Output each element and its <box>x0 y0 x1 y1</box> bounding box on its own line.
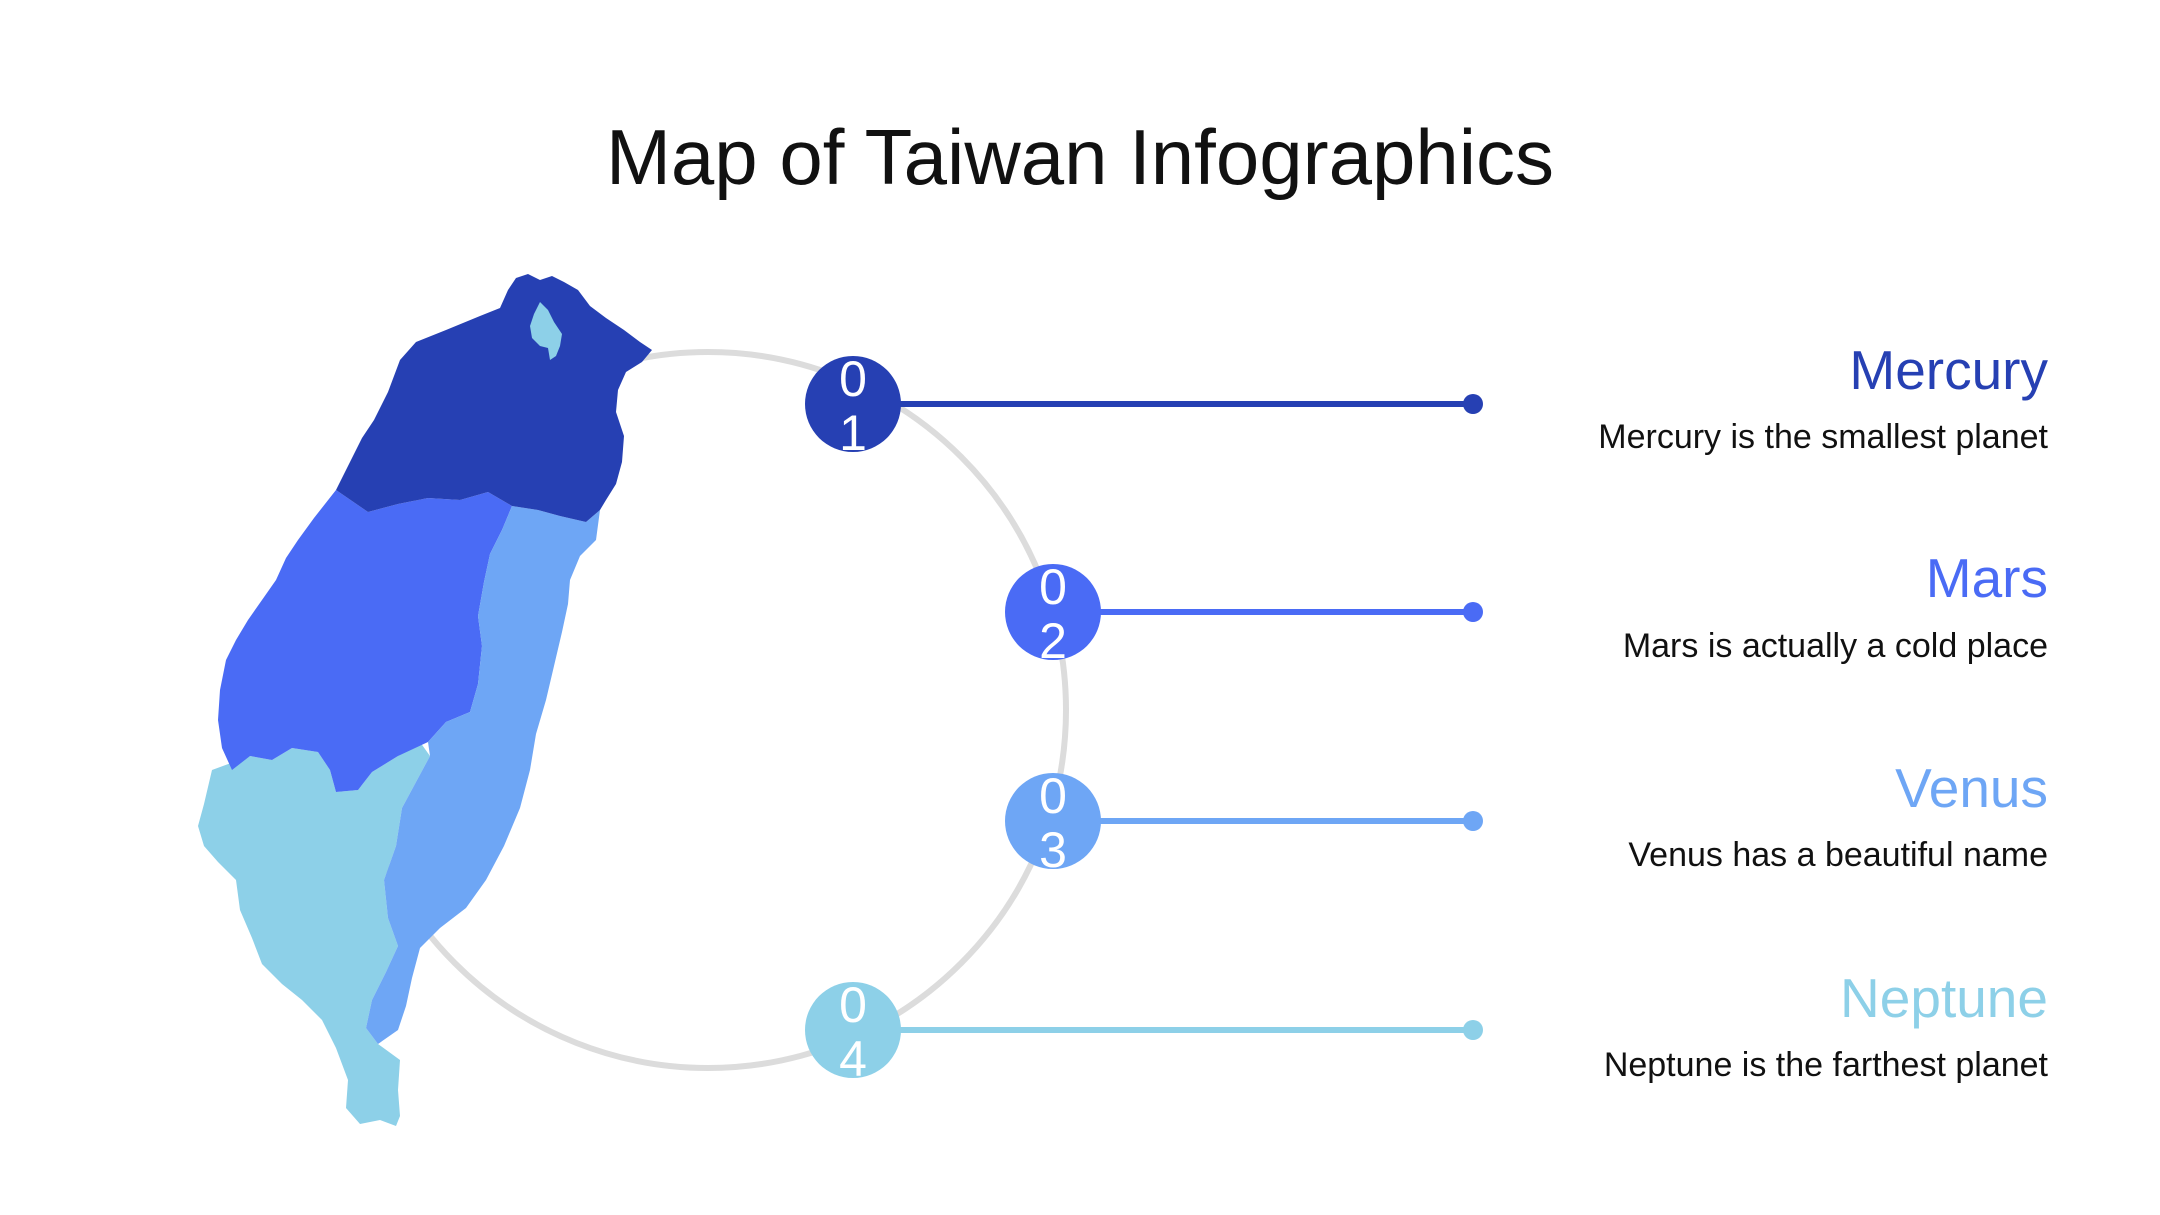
map-region-central <box>218 490 512 792</box>
connector-dot-4 <box>1463 1020 1483 1040</box>
number-circle-1 <box>805 356 901 452</box>
item-description-mercury: Mercury is the smallest planet <box>1598 418 2048 456</box>
taiwan-map <box>198 274 652 1126</box>
number-label-2: 02 <box>1039 564 1067 660</box>
connector-dot-3 <box>1463 811 1483 831</box>
connector-dot-2 <box>1463 602 1483 622</box>
number-label-3: 03 <box>1039 773 1067 869</box>
item-title-neptune: Neptune <box>1840 967 2048 1029</box>
item-title-venus: Venus <box>1895 757 2048 819</box>
page-title: Map of Taiwan Infographics <box>605 113 1555 201</box>
map-region-north <box>336 274 652 522</box>
number-circle-4 <box>805 982 901 1078</box>
number-label-1: 01 <box>839 356 867 452</box>
map-region-south <box>198 742 430 1126</box>
number-label-4: 04 <box>839 982 867 1078</box>
item-title-mars: Mars <box>1925 547 2048 609</box>
map-region-taipei <box>530 302 562 360</box>
item-description-mars: Mars is actually a cold place <box>1622 627 2048 665</box>
number-circle-3 <box>1005 773 1101 869</box>
item-description-venus: Venus has a beautiful name <box>1628 836 2048 874</box>
connector-dot-1 <box>1463 394 1483 414</box>
item-description-neptune: Neptune is the farthest planet <box>1603 1046 2048 1084</box>
number-circle-2 <box>1005 564 1101 660</box>
item-title-mercury: Mercury <box>1849 339 2048 401</box>
map-region-east <box>366 506 600 1044</box>
